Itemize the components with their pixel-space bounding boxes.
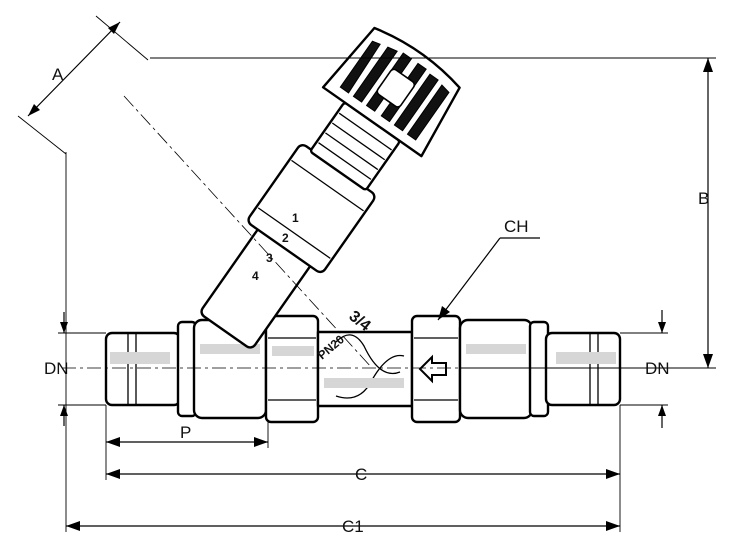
right-sleeve: [458, 318, 534, 420]
label-c: C: [355, 465, 367, 484]
label-b: B: [698, 189, 709, 208]
label-a: A: [52, 65, 64, 84]
scale-number-2: 2: [282, 231, 289, 245]
label-dn-right: DN: [645, 359, 670, 378]
dimension-p: P: [105, 405, 269, 448]
left-press-end: [104, 331, 182, 407]
scale-number-1: 1: [292, 211, 299, 225]
dimension-dn-left: DN: [44, 312, 106, 426]
scale-number-4: 4: [252, 269, 259, 283]
dimension-a: A: [17, 15, 149, 155]
left-hex-nut: [264, 314, 320, 424]
dimension-dn-right: DN: [620, 310, 670, 428]
stem-centerline: [123, 95, 373, 369]
adjustment-head: [200, 26, 461, 349]
dimension-ch: CH: [437, 217, 540, 321]
label-p: P: [180, 423, 191, 442]
valve-body: [104, 314, 622, 424]
right-press-end: [544, 331, 622, 407]
label-dn-left: DN: [44, 359, 69, 378]
dimension-b: B: [150, 57, 716, 369]
dimension-c1: C1: [65, 152, 621, 536]
scale-number-3: 3: [266, 251, 273, 265]
flow-arrow-icon: [418, 354, 447, 384]
label-c1: C1: [342, 517, 364, 536]
label-ch: CH: [504, 217, 529, 236]
dimension-c: C: [105, 405, 621, 484]
